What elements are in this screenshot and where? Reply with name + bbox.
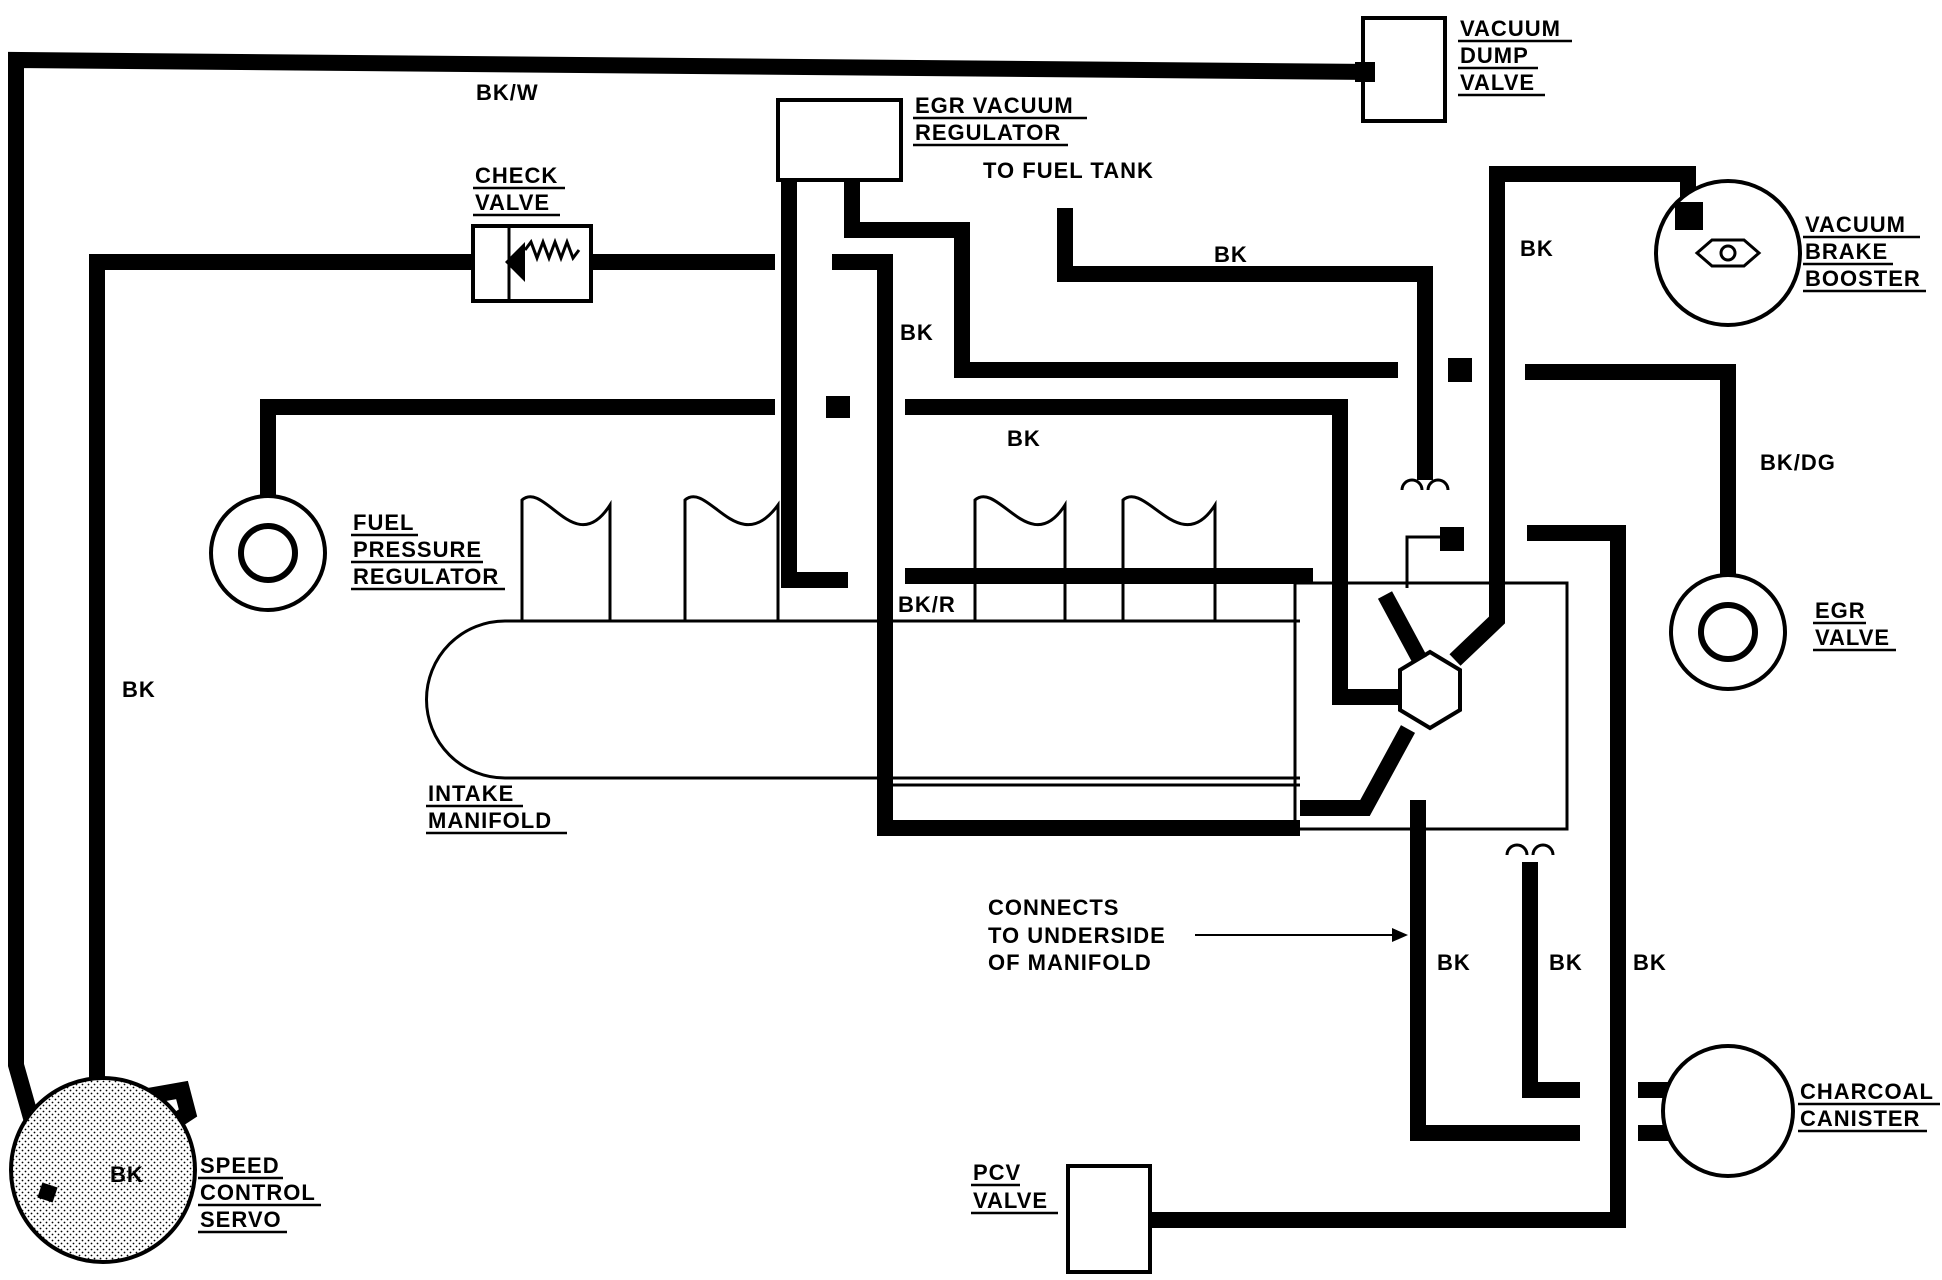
pcv-valve — [1066, 1164, 1152, 1274]
hose-egr-regulator-right — [844, 178, 1398, 378]
label-brake-booster-2: BRAKE — [1805, 239, 1888, 264]
label-to-fuel-tank: TO FUEL TANK — [983, 158, 1154, 183]
label-connects-2: TO UNDERSIDE — [988, 923, 1166, 948]
label-vacuum-dump-valve-3: VALVE — [1460, 70, 1535, 95]
label-fuel-pressure-regulator-2: PRESSURE — [353, 537, 482, 562]
hose-pcv-valve — [1150, 525, 1626, 1228]
label-speed-control-servo-1: SPEED — [200, 1153, 280, 1178]
label-connects-1: CONNECTS — [988, 895, 1119, 920]
hose-label-bk-egr: BK — [900, 320, 934, 345]
charcoal-canister — [1661, 1044, 1795, 1178]
hose-brake-booster — [1449, 166, 1696, 666]
label-intake-manifold-1: INTAKE — [428, 781, 514, 806]
label-check-valve-1: CHECK — [475, 163, 558, 188]
hose-label-bk-w: BK/W — [476, 80, 539, 105]
hose-fuel-pressure-regulator — [260, 399, 775, 508]
hose-to-fuel-tank — [1057, 208, 1433, 480]
check-valve-arrow-icon — [505, 242, 525, 282]
label-pcv-valve-1: PCV — [973, 1160, 1021, 1185]
label-charcoal-canister-2: CANISTER — [1800, 1106, 1920, 1131]
label-pcv-valve-2: VALVE — [973, 1188, 1048, 1213]
labels: VACUUM DUMP VALVE EGR VACUUM REGULATOR C… — [110, 16, 1940, 1234]
hose-label-bk-canister: BK — [1549, 950, 1583, 975]
label-connects-3: OF MANIFOLD — [988, 950, 1152, 975]
label-brake-booster-3: BOOSTER — [1805, 266, 1921, 291]
hose-label-bk-dg: BK/DG — [1760, 450, 1836, 475]
hose-label-bk-servo-body: BK — [110, 1162, 144, 1187]
label-charcoal-canister-1: CHARCOAL — [1800, 1079, 1934, 1104]
label-vacuum-dump-valve-1: VACUUM — [1460, 16, 1561, 41]
label-intake-manifold-2: MANIFOLD — [428, 808, 552, 833]
vacuum-brake-booster — [1654, 179, 1802, 327]
vacuum-tree-hex — [1398, 649, 1462, 731]
label-egr-vacuum-regulator-2: REGULATOR — [915, 120, 1061, 145]
hose-manifold-underside — [1410, 800, 1580, 1141]
label-speed-control-servo-2: CONTROL — [200, 1180, 316, 1205]
label-egr-valve-2: VALVE — [1815, 625, 1890, 650]
intake-manifold — [425, 495, 1569, 831]
hose-label-bk-underside: BK — [1437, 950, 1471, 975]
brake-booster-port-icon — [1694, 238, 1762, 268]
hose-label-bk-pcv: BK — [1633, 950, 1667, 975]
egr-valve — [1669, 573, 1787, 691]
check-valve — [471, 224, 593, 303]
egr-vacuum-regulator — [776, 98, 903, 182]
hose-label-bk-fpr: BK — [1007, 426, 1041, 451]
hose-label-bk-servo: BK — [122, 677, 156, 702]
vacuum-dump-valve — [1355, 16, 1447, 123]
fuel-pressure-regulator — [209, 494, 327, 612]
hose-label-bk-fuel-tank: BK — [1214, 242, 1248, 267]
hose-bk-dg — [1525, 364, 1736, 628]
label-fuel-pressure-regulator-3: REGULATOR — [353, 564, 499, 589]
speed-control-servo — [9, 1076, 197, 1264]
vacuum-hoses — [8, 51, 1736, 1228]
label-brake-booster-1: VACUUM — [1805, 212, 1906, 237]
hose-egr-regulator-left — [781, 178, 848, 588]
label-speed-control-servo-3: SERVO — [200, 1207, 282, 1232]
hose-canister-upper — [1522, 862, 1580, 1098]
hose-label-bk-r: BK/R — [898, 592, 956, 617]
label-egr-vacuum-regulator-1: EGR VACUUM — [915, 93, 1074, 118]
label-fuel-pressure-regulator-1: FUEL — [353, 510, 414, 535]
label-vacuum-dump-valve-2: DUMP — [1460, 43, 1529, 68]
hose-label-bk-booster: BK — [1520, 236, 1554, 261]
label-check-valve-2: VALVE — [475, 190, 550, 215]
label-egr-valve-1: EGR — [1815, 598, 1866, 623]
